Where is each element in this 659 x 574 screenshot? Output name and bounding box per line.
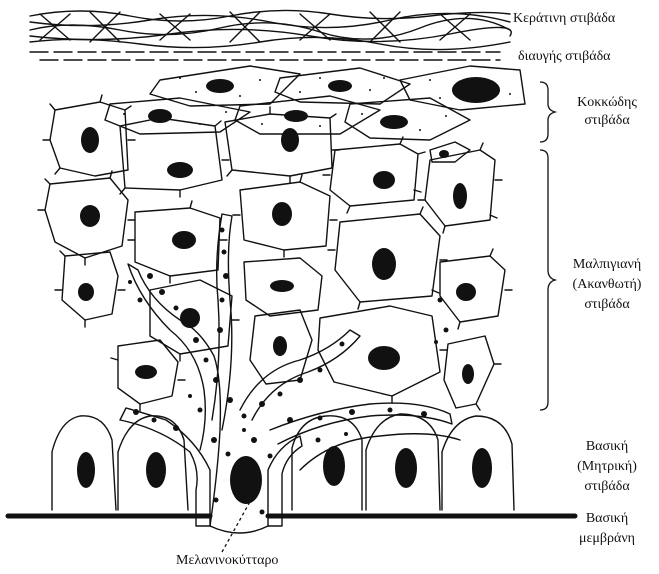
melanocyte-label: Μελανινοκύτταρο — [176, 552, 278, 569]
spinous-layer-label-2: (Ακανθωτή) — [562, 276, 652, 293]
label-brackets — [222, 82, 555, 552]
keratin-layer — [30, 10, 511, 49]
spinous-bracket — [540, 150, 555, 410]
melanocyte-leader — [222, 498, 252, 552]
lucid-layer-label: διαυγής στιβάδα — [518, 48, 611, 65]
basal-membrane-label-2: μεμβράνη — [562, 530, 652, 547]
granular-bracket — [540, 82, 555, 142]
basal-layer-label-1: Βασική — [562, 438, 652, 455]
granular-layer-label-2: στιβάδα — [562, 112, 652, 129]
basal-layer-label-2: (Μητρική) — [562, 458, 652, 475]
spinous-layer-label-3: στιβάδα — [562, 296, 652, 313]
lucid-layer — [30, 52, 500, 60]
keratin-layer-label: Κεράτινη στιβάδα — [513, 10, 615, 27]
basal-layer-label-3: στιβάδα — [562, 478, 652, 495]
basal-layer — [52, 414, 514, 510]
granular-layer-label-1: Κοκκώδης — [562, 94, 652, 111]
spinous-layer — [38, 95, 512, 411]
basal-membrane-label-1: Βασική — [562, 510, 652, 527]
spinous-layer-label-1: Μαλπιγιανή — [562, 256, 652, 273]
